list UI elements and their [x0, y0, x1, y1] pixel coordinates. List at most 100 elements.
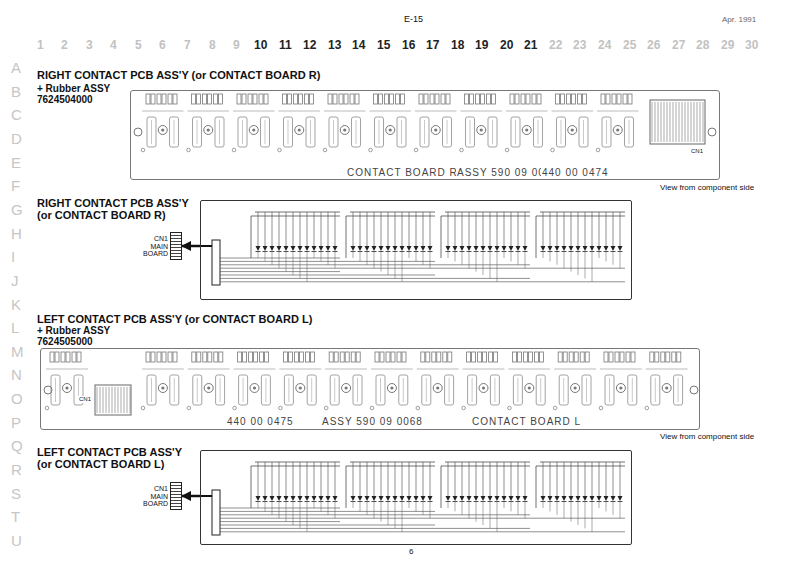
diode-symbol [326, 251, 331, 252]
grid-number: 1 [37, 39, 44, 52]
signal-wire [585, 252, 586, 278]
component-pad [374, 94, 378, 104]
via [596, 148, 600, 152]
pcb-line [632, 378, 633, 402]
mount-hole [477, 126, 486, 135]
contact-pad [651, 375, 660, 405]
component-pad [419, 94, 423, 104]
pcb-line [646, 369, 688, 370]
mount-hole [525, 384, 534, 393]
signal-wire [314, 502, 315, 508]
signal-wire [360, 252, 361, 261]
component-pad [344, 94, 348, 104]
signal-wire [286, 212, 287, 246]
signal-wire [307, 502, 308, 532]
signal-wire [469, 212, 470, 246]
board-marking: 440 00 0475 [226, 416, 295, 427]
diode-symbol [488, 496, 493, 501]
diode-symbol [291, 496, 296, 501]
contact-pad [605, 375, 614, 405]
grid-letter: K [11, 297, 21, 314]
component-pad [288, 94, 292, 104]
pcb-line [46, 369, 88, 370]
signal-wire [462, 502, 463, 515]
signal-wire [550, 502, 551, 511]
component-pad [561, 94, 565, 104]
connector-ref: CN1 [78, 396, 92, 403]
pcb-line [265, 120, 266, 144]
signal-wire [416, 462, 417, 496]
component-pad [578, 94, 582, 104]
signal-wire [448, 462, 449, 496]
signal-wire [504, 502, 505, 508]
pcb-line [517, 378, 518, 402]
component-pad [537, 94, 541, 104]
signal-wire [497, 502, 498, 532]
diode-symbol [270, 246, 275, 251]
signal-wire [578, 502, 579, 525]
component-pad [435, 94, 439, 104]
grid-number: 2 [61, 39, 68, 52]
component-pad [470, 94, 474, 104]
signal-wire [571, 502, 572, 522]
pcb-line [682, 102, 683, 142]
pcb-line [629, 120, 630, 144]
grid-letter: H [11, 226, 22, 243]
signal-wire [483, 502, 484, 525]
component-pad [214, 352, 218, 362]
component-pad [446, 94, 450, 104]
component-pad [288, 352, 292, 362]
via [460, 148, 464, 152]
bus-line [255, 212, 340, 213]
signal-wire [550, 212, 551, 246]
diode-symbol [256, 501, 261, 502]
left-board-art [44, 352, 698, 415]
diode-symbol [414, 246, 419, 251]
diode-symbol [467, 251, 472, 252]
via [414, 148, 418, 152]
assembly-heading: RIGHT CONTACT PCB ASS'Y (or CONTACT BOAR… [37, 197, 197, 221]
diode-symbol [379, 501, 384, 502]
signal-wire [585, 502, 586, 528]
main-board-connector: CN1 MAIN BOARD [170, 482, 182, 510]
pcb-line [112, 387, 113, 413]
signal-wire [571, 212, 572, 246]
via [279, 406, 283, 410]
signal-wire [353, 462, 354, 496]
mount-hole [295, 126, 304, 135]
bus-line [350, 462, 435, 463]
signal-wire [360, 502, 361, 511]
right-board-art [134, 94, 716, 152]
signal-wire [328, 252, 329, 265]
header-block [212, 490, 220, 535]
diode-symbol [460, 246, 465, 251]
signal-wire [220, 278, 530, 279]
signal-wire [455, 462, 456, 496]
signal-wire [293, 462, 294, 496]
diode-symbol [298, 251, 303, 252]
component-pad [601, 94, 605, 104]
component-pad [334, 352, 338, 362]
contact-pad [170, 375, 179, 405]
diode-symbol [446, 251, 451, 252]
mount-hole [571, 128, 574, 131]
diode-symbol [277, 501, 282, 502]
contact-pad [397, 117, 406, 147]
diode-symbol [555, 501, 560, 502]
component-pad [615, 352, 619, 362]
component-pad [350, 94, 354, 104]
diode-symbol [312, 496, 317, 501]
pcb-line [597, 111, 639, 112]
component-pad [390, 94, 394, 104]
pcb-line [242, 120, 243, 144]
contact-pad [329, 117, 338, 147]
component-pad [532, 94, 536, 104]
diode-symbol [263, 496, 268, 501]
component-pad [421, 352, 425, 362]
bus-line [540, 212, 625, 213]
bus-line [251, 466, 252, 508]
bus-line [346, 216, 435, 217]
component-pad [655, 352, 659, 362]
component-pad [345, 352, 349, 362]
diode-symbol [509, 496, 514, 501]
